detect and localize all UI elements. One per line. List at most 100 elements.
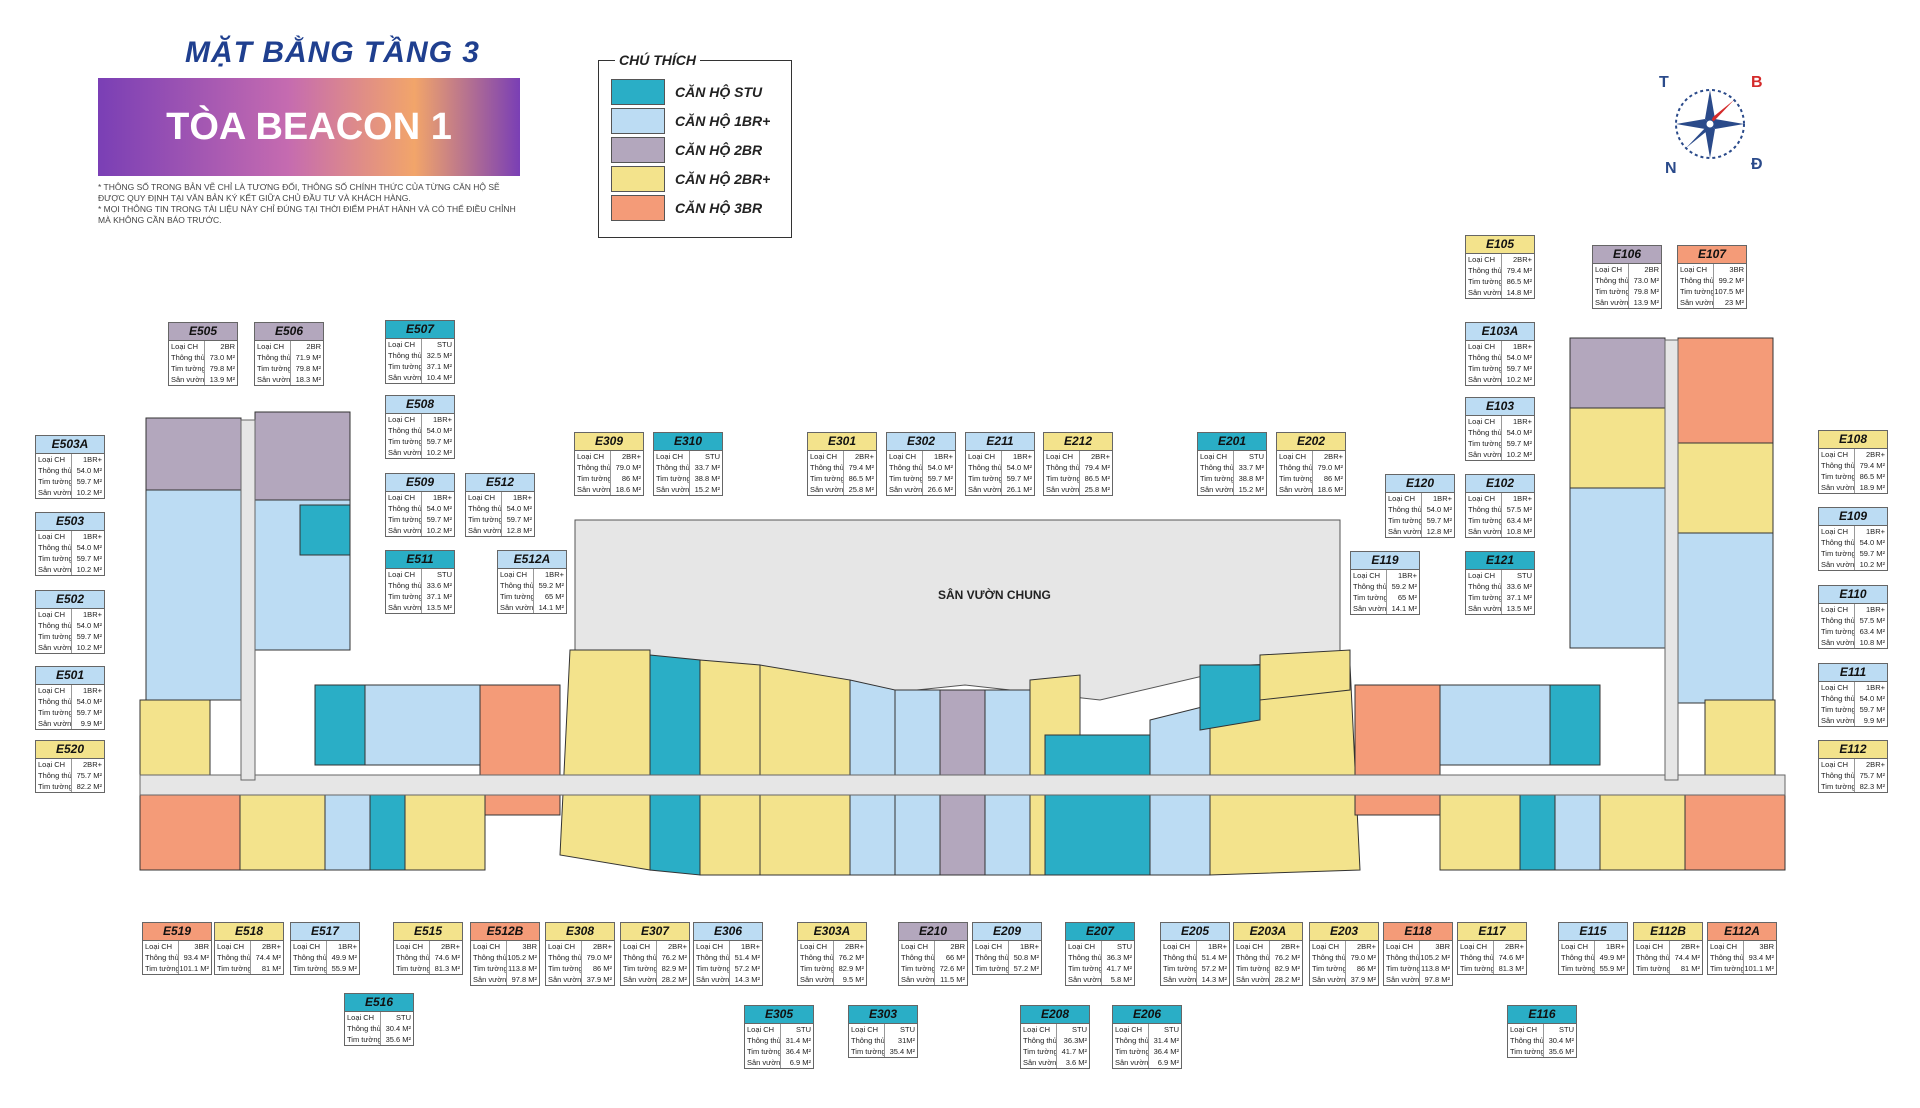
row-label: Tim tường — [217, 964, 250, 973]
unit-id: E303A — [797, 922, 867, 941]
row-value: 97.8 M² — [506, 974, 539, 985]
unit-row-net: Thông thủy59.2 M² — [1351, 581, 1419, 592]
row-value: 86 M² — [1345, 963, 1378, 974]
compass-rose-icon — [1675, 89, 1745, 159]
row-label: Thông thủy — [1821, 694, 1854, 703]
row-label: Loại CH — [1680, 265, 1708, 274]
row-value: 71.9 M² — [290, 352, 323, 363]
row-value: 32.5 M² — [421, 350, 454, 361]
row-value: 36.3M² — [1056, 1035, 1089, 1046]
row-label: Sân vườn — [1236, 975, 1269, 984]
row-value: 76.2 M² — [833, 952, 866, 963]
unit-id: E201 — [1197, 432, 1267, 451]
unit-id: E103A — [1465, 322, 1535, 341]
row-value: 54.0 M² — [922, 462, 955, 473]
row-label: Sân vườn — [1468, 288, 1501, 297]
row-label: Thông thủy — [1821, 538, 1854, 547]
row-value: 1BR+ — [1421, 493, 1454, 504]
unit-row-net: Thông thủy31M² — [849, 1035, 917, 1046]
unit-id: E108 — [1818, 430, 1888, 449]
row-value: 86.5 M² — [1079, 473, 1112, 484]
unit-id: E118 — [1383, 922, 1453, 941]
row-value: 1BR+ — [1501, 341, 1534, 352]
row-label: Tim tường — [1468, 593, 1501, 602]
row-label: Tim tường — [1460, 964, 1493, 973]
row-value: 2BR+ — [843, 451, 876, 462]
unit-id: E116 — [1507, 1005, 1577, 1024]
row-value: 9.5 M² — [833, 974, 866, 985]
row-label: Tim tường — [257, 364, 290, 373]
row-label: Loại CH — [656, 452, 684, 461]
unit-id: E102 — [1465, 474, 1535, 493]
row-label: Sân vườn — [1468, 604, 1501, 613]
row-value: 10.2 M² — [1854, 559, 1887, 570]
unit-row-net: Thông thủy31.4 M² — [745, 1035, 813, 1046]
unit-id: E106 — [1592, 245, 1662, 264]
unit-id: E506 — [254, 322, 324, 341]
row-value: 107.5 M² — [1713, 286, 1744, 297]
row-value: 75.7 M² — [1854, 770, 1887, 781]
unit-row-net: Thông thủy66 M² — [899, 952, 967, 963]
unit-id: E503A — [35, 435, 105, 454]
row-label: Tim tường — [1468, 364, 1501, 373]
row-label: Loại CH — [1388, 494, 1416, 503]
row-label: Tim tường — [1388, 516, 1421, 525]
row-value: 33.7 M² — [1233, 462, 1266, 473]
unit-id: E203A — [1233, 922, 1303, 941]
row-value: 54.0 M² — [421, 425, 454, 436]
row-value: 82.9 M² — [656, 963, 689, 974]
row-value: 37.9 M² — [1345, 974, 1378, 985]
row-value: 35.6 M² — [380, 1034, 413, 1045]
row-label: Tim tường — [1561, 964, 1594, 973]
row-label: Tim tường — [500, 592, 533, 601]
row-value: 15.2 M² — [689, 484, 722, 495]
row-value: 2BR+ — [250, 941, 283, 952]
row-label: Thông thủy — [38, 543, 71, 552]
row-value: 1BR+ — [71, 685, 104, 696]
row-label: Loại CH — [1068, 942, 1096, 951]
row-label: Loại CH — [1046, 452, 1074, 461]
row-label: Sân vườn — [468, 526, 501, 535]
row-label: Thông thủy — [1200, 463, 1233, 472]
row-label: Loại CH — [548, 942, 576, 951]
row-label: Tim tường — [473, 964, 506, 973]
row-value: 2BR+ — [610, 451, 643, 462]
row-label: Tim tường — [38, 554, 71, 563]
right-wing-units — [1354, 337, 1776, 816]
unit-row-net: Thông thủy79.0 M² — [1277, 462, 1345, 473]
row-value: 2BR+ — [1269, 941, 1302, 952]
row-value: 2BR+ — [1669, 941, 1702, 952]
legend-label: CĂN HỘ 2BR+ — [675, 171, 771, 187]
row-value: 18.6 M² — [610, 484, 643, 495]
row-value: 1BR+ — [1001, 451, 1034, 462]
row-label: Sân vườn — [38, 565, 71, 574]
